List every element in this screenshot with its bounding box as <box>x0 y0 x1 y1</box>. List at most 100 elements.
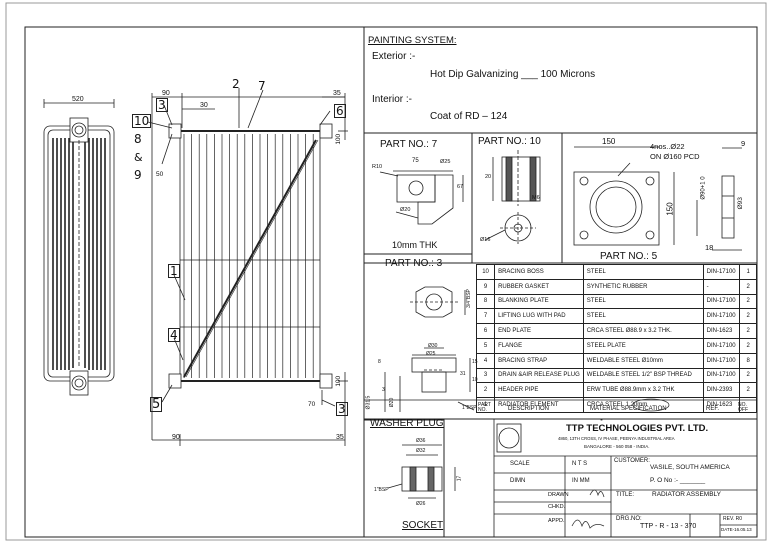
dwg-label: DRG.NO: <box>616 516 642 522</box>
bom-cell-ref: DIN-1623 <box>702 323 741 339</box>
bom-header-ref: REF. <box>706 406 720 412</box>
bom-cell-qty: 2 <box>739 367 757 384</box>
part3-dim-d31-5: Ø31.5 <box>365 395 372 410</box>
bom-cell-ref: DIN-2393 <box>702 382 741 399</box>
part5-dim-pcd: ON Ø160 PCD <box>650 152 700 161</box>
bom-cell-no: 1 <box>475 397 496 413</box>
bom-header: PART NO. DESCRIPTION MATERIAL SPECIFICAT… <box>476 400 757 419</box>
callout-7: 7 <box>258 79 266 93</box>
part10-dim-d16: Ø16 <box>480 237 491 243</box>
interior-value: Coat of RD – 124 <box>430 111 508 122</box>
bom-cell-qty: 8 <box>739 352 757 369</box>
drawn-label: DRAWN <box>548 492 569 498</box>
callout-6: 6 <box>334 104 346 118</box>
company-address-2: BANGALORE - 560 058 - INDIA. <box>584 444 650 449</box>
bom-cell-no: 9 <box>475 278 496 295</box>
callout-8: 8 <box>134 132 142 146</box>
bom-cell-material: WELDABLE STEEL Ø10mm <box>582 352 704 369</box>
socket-title: SOCKET <box>402 520 444 531</box>
socket-dim-d26: Ø26 <box>416 501 426 507</box>
dimn-label: DIMN <box>510 478 526 484</box>
callout-5: 5 <box>150 397 163 412</box>
part3-dim-15: 15 <box>472 359 478 365</box>
socket-dim-d36: Ø36 <box>416 438 426 444</box>
title-value: RADIATOR ASSEMBLY <box>652 491 721 498</box>
bom-cell-desc: LIFTING LUG WITH PAD <box>494 308 584 325</box>
part7-note: 10mm THK <box>392 240 438 250</box>
bom-cell-no: 2 <box>475 382 496 399</box>
part7-title: PART NO.: 7 <box>380 139 438 150</box>
part7-dim-d25: Ø25 <box>440 159 451 165</box>
bom-cell-desc: END PLATE <box>494 323 584 339</box>
part3-dim-d30: Ø30 <box>428 343 438 349</box>
bottom-dim-35: 35 <box>336 434 344 441</box>
scale-label: SCALE <box>510 461 530 467</box>
part7-dim-d20: Ø20 <box>400 207 411 213</box>
bom-cell-ref: DIN-17100 <box>702 293 741 310</box>
callout-2: 2 <box>232 77 240 91</box>
bom-cell-desc: BRACING STRAP <box>494 352 584 369</box>
bom-cell-no: 5 <box>475 337 496 354</box>
part5-dim-18: 18 <box>705 243 714 252</box>
bom-cell-material: CRCA STEEL Ø88.9 x 3.2 THK. <box>582 323 704 339</box>
part7-dim-67: 67 <box>457 184 464 190</box>
callout-4: 4 <box>168 328 180 342</box>
bom-cell-no: 8 <box>475 293 496 310</box>
interior-label: Interior :- <box>372 94 413 105</box>
bom-cell-ref: DIN-1623 <box>702 397 741 413</box>
bom-cell-desc: DRAIN &AIR RELEASE PLUG <box>494 367 584 384</box>
scale-value: N T S <box>572 461 588 467</box>
callout-9: 9 <box>134 168 142 182</box>
exterior-label: Exterior :- <box>372 51 416 62</box>
part5-dim-9: 9 <box>741 139 746 148</box>
bom-cell-material: WELDABLE STEEL 1/2" BSP THREAD <box>582 367 704 384</box>
company-address-1: 4860, 13TH CROSS, IV PHASE, PEENYA INDUS… <box>558 436 675 441</box>
part7-dim-75: 75 <box>412 158 419 164</box>
bom-header-qty: NO. OFF <box>738 402 748 413</box>
bom-cell-qty: 2 <box>739 278 757 295</box>
bom-cell-material: SYNTHETIC RUBBER <box>582 278 704 295</box>
bom-cell-qty <box>739 397 757 413</box>
part3-dim-3-4bsp: 3/4"BSP <box>465 289 472 308</box>
bom-cell-qty: 2 <box>739 323 757 339</box>
bom-cell-material: CRCA STEEL 1.20mm <box>582 397 704 413</box>
part3-dim-8: 8 <box>378 359 381 365</box>
part5-title: PART NO.: 5 <box>600 251 658 262</box>
bom-cell-no: 6 <box>475 323 496 339</box>
side-dim-70: 70 <box>308 401 316 408</box>
top-dim-35: 35 <box>333 90 341 97</box>
exterior-value: Hot Dip Galvanizing ___ 100 Microns <box>430 69 596 80</box>
bom-cell-desc: HEADER PIPE <box>494 382 584 399</box>
bom-cell-qty: 2 <box>739 293 757 310</box>
socket-dim-d32: Ø32 <box>416 448 426 454</box>
part3-dim-31: 31 <box>460 371 466 377</box>
dwg-value: TTP - R - 13 - 370 <box>640 523 697 530</box>
po-label: P. O No :- _______ <box>650 477 706 484</box>
bom-cell-ref: DIN-17100 <box>702 352 741 369</box>
callout-1: 1 <box>168 264 180 278</box>
bom-cell-qty: 2 <box>739 382 757 399</box>
bom-cell-no: 4 <box>475 352 496 369</box>
top-dim-90: 90 <box>162 90 170 97</box>
bom-cell-qty: 1 <box>739 264 757 280</box>
bom-cell-desc: RUBBER GASKET <box>494 278 584 295</box>
part5-dim-holes: 4nos..Ø22 <box>650 142 685 151</box>
part10-dim-m6: M6 <box>532 195 540 201</box>
bom-cell-desc: FLANGE <box>494 337 584 354</box>
bom-cell-qty: 2 <box>739 308 757 325</box>
bottom-dim-90: 90 <box>172 434 180 441</box>
bom-cell-material: STEEL <box>582 293 704 310</box>
part5-dim-150-top: 150 <box>602 137 616 146</box>
part10-dim-20: 20 <box>485 174 492 180</box>
part7-dim-r10: R10 <box>372 164 383 170</box>
